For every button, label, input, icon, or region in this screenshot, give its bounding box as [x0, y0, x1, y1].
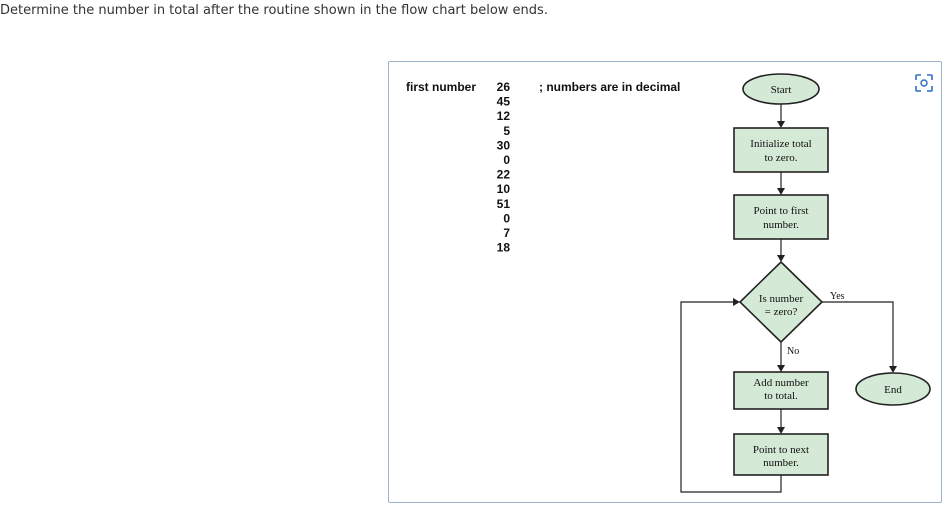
number-item: 12 — [497, 109, 511, 123]
arrowhead — [777, 427, 785, 434]
arrowhead — [777, 121, 785, 128]
point-first-process — [733, 194, 829, 240]
question-text: Determine the number in total after the … — [0, 3, 548, 18]
number-item: 51 — [497, 197, 511, 211]
connector-loop-back — [680, 301, 782, 493]
number-item: 26 — [497, 80, 511, 94]
first-number-label: first number — [406, 80, 476, 94]
decision-line2: = zero? — [765, 306, 798, 318]
next-line1: Point to next — [753, 444, 809, 456]
end-terminal — [855, 372, 931, 406]
screenshot-snip-icon[interactable] — [913, 72, 935, 94]
decision-line1: Is number — [759, 293, 804, 305]
number-item: 22 — [497, 168, 511, 182]
number-item: 7 — [503, 226, 510, 240]
arrowhead — [733, 298, 740, 306]
point-first-line2: number. — [763, 219, 799, 231]
arrowhead — [889, 366, 897, 373]
arrowhead — [777, 365, 785, 372]
add-line2: to total. — [764, 390, 798, 402]
number-item: 30 — [497, 138, 511, 152]
connector-yes-end — [822, 301, 894, 366]
number-item: 10 — [497, 182, 511, 196]
init-label-line1: Initialize total — [750, 138, 811, 150]
decimal-comment: ; numbers are in decimal — [539, 80, 680, 94]
no-label: No — [787, 346, 799, 357]
yes-label: Yes — [830, 291, 845, 302]
arrowhead — [777, 188, 785, 195]
number-item: 0 — [503, 153, 510, 167]
arrowhead — [777, 255, 785, 262]
add-number-process — [733, 371, 829, 410]
problem-figure-panel — [388, 61, 942, 503]
next-line2: number. — [763, 457, 799, 469]
init-total-process — [733, 127, 829, 173]
number-item: 0 — [503, 211, 510, 225]
number-item: 18 — [497, 241, 511, 255]
end-label: End — [884, 384, 902, 396]
init-label-line2: to zero. — [765, 152, 798, 164]
number-item: 45 — [497, 95, 511, 109]
number-item: 5 — [503, 124, 510, 138]
point-first-line1: Point to first — [753, 205, 808, 217]
start-label: Start — [771, 84, 792, 96]
add-line1: Add number — [753, 377, 809, 389]
